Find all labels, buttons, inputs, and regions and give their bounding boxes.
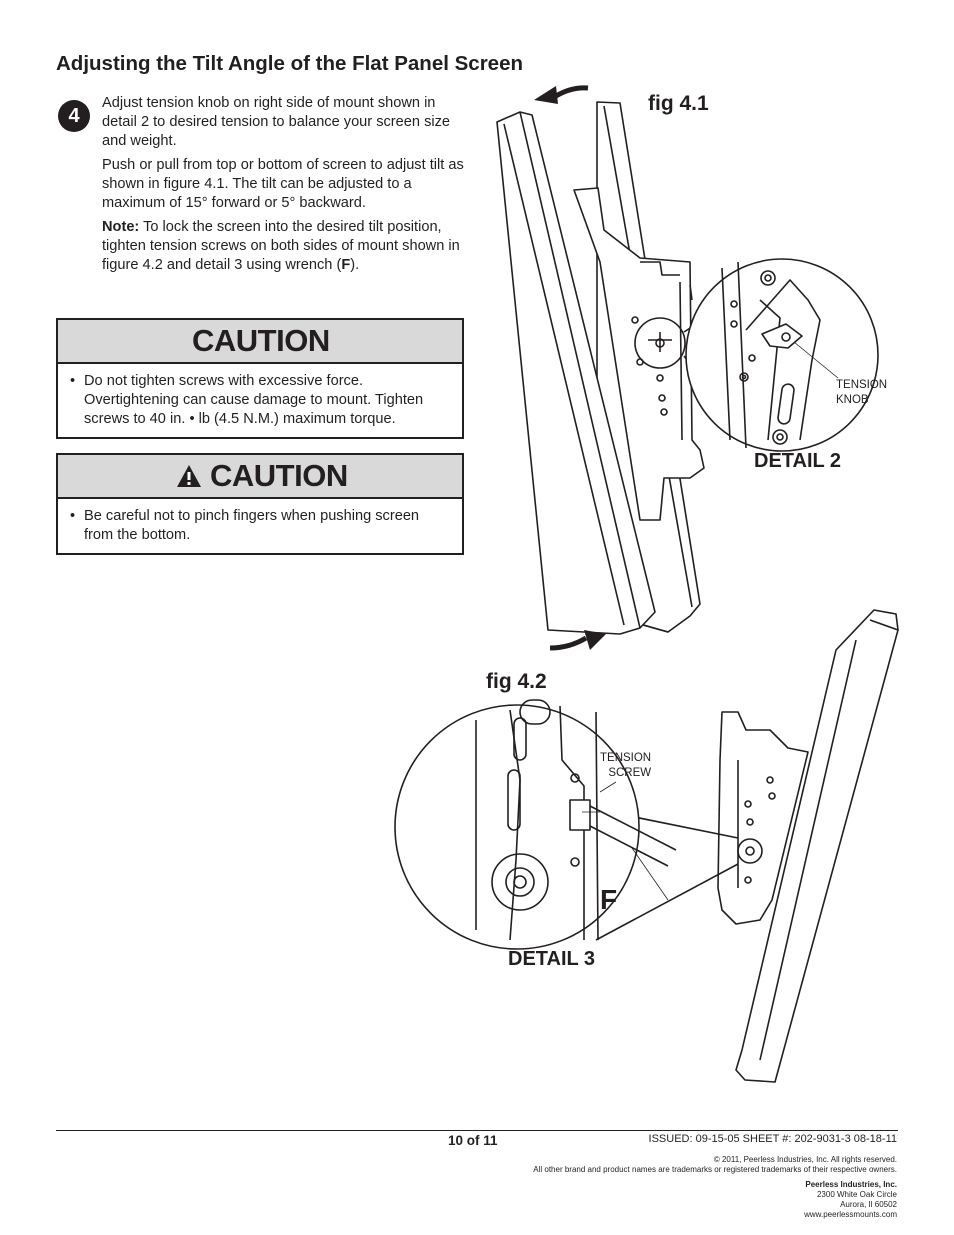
- copyright-notice: © 2011, Peerless Industries, Inc. All ri…: [713, 1155, 897, 1164]
- caution-bullet: Do not tighten screws with excessive for…: [70, 372, 450, 429]
- wall-mount-bracket: [573, 187, 705, 521]
- detail-3-circle: [394, 699, 677, 950]
- tension-screw-label-line1: TENSION: [600, 752, 652, 764]
- instruction-paragraph-2: Push or pull from top or bottom of scree…: [102, 157, 464, 211]
- page-title: Adjusting the Tilt Angle of the Flat Pan…: [56, 52, 523, 75]
- instruction-note: Note: To lock the screen into the desire…: [102, 218, 467, 275]
- caution-body: Be careful not to pinch fingers when pus…: [58, 499, 462, 553]
- tilt-arrow-bottom-icon: [549, 630, 606, 651]
- tension-knob-label: TENSION KNOB: [836, 378, 887, 408]
- caution-box-pinch: CAUTION Be careful not to pinch fingers …: [56, 453, 464, 555]
- tension-screw-label-line2: SCREW: [608, 767, 652, 779]
- tilt-arrow-top-icon: [534, 85, 589, 104]
- company-name: Peerless Industries, Inc.: [805, 1180, 897, 1189]
- wrench-f-label: F: [600, 884, 618, 915]
- company-address-2: Aurora, Il 60502: [840, 1200, 897, 1209]
- detail-3-label: DETAIL 3: [508, 948, 596, 970]
- note-end: ).: [350, 257, 360, 273]
- warning-triangle-icon: [177, 465, 201, 487]
- instruction-paragraph-1: Adjust tension knob on right side of mou…: [102, 95, 451, 149]
- caution-box-torque: CAUTION Do not tighten screws with exces…: [56, 318, 464, 439]
- caution-heading-text: CAUTION: [210, 458, 348, 493]
- note-text: To lock the screen into the desired tilt…: [102, 219, 460, 273]
- fig-4-2-label: fig 4.2: [486, 670, 547, 693]
- step-instructions: Adjust tension knob on right side of mou…: [102, 94, 467, 280]
- tension-knob-label-line2: KNOB: [836, 394, 869, 406]
- screen-tilted-outline: [496, 111, 656, 635]
- company-website: www.peerlessmounts.com: [804, 1210, 897, 1219]
- caution-heading: CAUTION: [58, 320, 462, 364]
- note-label: Note:: [102, 219, 140, 235]
- footer-divider: [56, 1130, 898, 1131]
- tension-knob-label-line1: TENSION: [836, 379, 888, 391]
- issued-sheet-info: ISSUED: 09-15-05 SHEET #: 202-9031-3 08-…: [648, 1133, 897, 1145]
- fig-4-1-label: fig 4.1: [648, 92, 709, 115]
- caution-heading-with-icon: CAUTION: [58, 455, 462, 499]
- detail-2-label: DETAIL 2: [754, 450, 842, 472]
- page-number: 10 of 11: [448, 1133, 498, 1148]
- caution-bullet: Be careful not to pinch fingers when pus…: [70, 507, 450, 545]
- screen-tilted-lower-outline: [735, 609, 899, 1083]
- detail-2-circle: [685, 258, 879, 452]
- step-number-badge: 4: [58, 100, 90, 132]
- mount-bracket-lower: [717, 711, 809, 925]
- tension-screw-label: TENSION SCREW: [600, 751, 651, 781]
- note-wrench-letter: F: [341, 257, 351, 273]
- caution-body: Do not tighten screws with excessive for…: [58, 364, 462, 437]
- company-address-1: 2300 White Oak Circle: [816, 1190, 897, 1199]
- trademark-notice: All other brand and product names are tr…: [533, 1165, 897, 1174]
